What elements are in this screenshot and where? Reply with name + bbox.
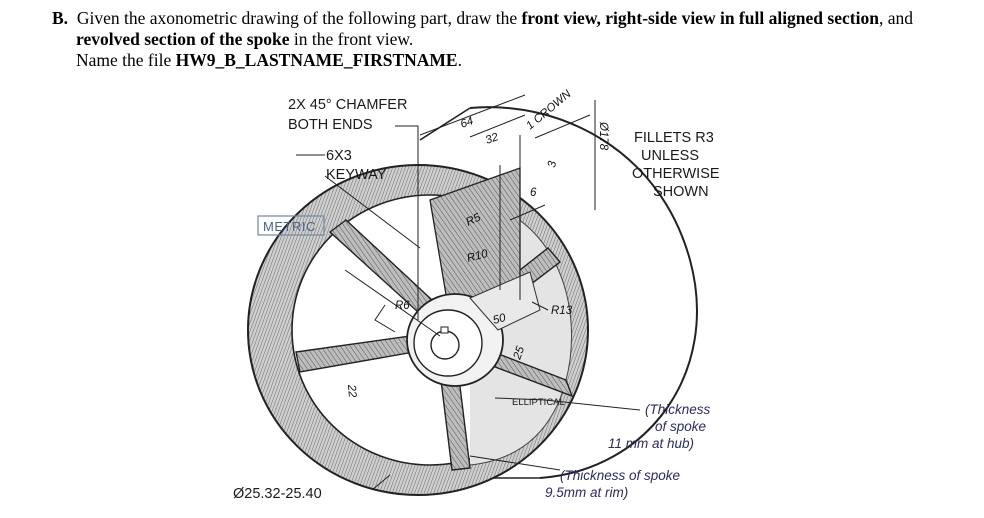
dim-6: 6: [530, 187, 537, 199]
hub-shaft: [469, 271, 541, 331]
chamfer-label-1: 2X 45° CHAMFER: [288, 97, 407, 113]
metric-label: METRIC: [263, 219, 316, 234]
dim-64: 64: [459, 115, 475, 131]
rim-back-outline: [469, 106, 698, 479]
instruction-bold-views: front view, right-side view in full alig…: [521, 8, 879, 28]
dim-r13: R13: [551, 305, 573, 317]
file-name: HW9_B_LASTNAME_FIRSTNAME: [175, 50, 458, 70]
keyway-label-2: KEYWAY: [326, 167, 387, 183]
instructions-block: B. Given the axonometric drawing of the …: [52, 8, 972, 71]
dim-178: Ø178: [597, 121, 609, 151]
dim-32: 32: [484, 131, 501, 147]
keyway-slot: [440, 326, 449, 334]
rim-thickness-note-2: 9.5mm at rim): [545, 485, 628, 500]
rim-top-edge: [419, 107, 471, 141]
fillets-label-3: OTHERWISE: [632, 166, 720, 182]
instruction-text: , and: [878, 8, 913, 28]
hub-thickness-note-2: of spoke: [655, 419, 706, 434]
instruction-text: Name the file: [76, 50, 172, 70]
dim-25: 25: [511, 344, 527, 362]
dimension-lines: [419, 94, 596, 221]
dim-r5: R5: [464, 211, 483, 228]
hub-thickness-note-1: (Thickness: [645, 402, 711, 417]
instruction-text: in the front view.: [293, 29, 414, 49]
bore-dimension: Ø25.32-25.40: [233, 486, 322, 502]
dim-22: 22: [345, 383, 358, 398]
instruction-line-2: revolved section of the spoke in the fro…: [52, 29, 972, 50]
leader-lines: [296, 125, 641, 491]
chamfer-label-2: BOTH ENDS: [288, 117, 373, 133]
hub-thickness-note-3: 11 mm at hub): [608, 436, 694, 451]
section-marker: B.: [52, 8, 69, 28]
dim-r10: R10: [466, 248, 490, 265]
metric-badge: [257, 215, 325, 236]
dim-r6: R6: [395, 300, 410, 312]
rim-thickness-note-1: (Thickness of spoke: [560, 468, 680, 483]
dim-3: 3: [546, 160, 559, 169]
instruction-line-1: B. Given the axonometric drawing of the …: [52, 8, 972, 29]
hub-bore: [430, 330, 460, 360]
instruction-bold-revolved: revolved section of the spoke: [76, 29, 290, 49]
fillets-label-2: UNLESS: [641, 148, 699, 164]
instruction-line-3: Name the file HW9_B_LASTNAME_FIRSTNAME.: [52, 50, 972, 71]
elliptical-label: ELLIPTICAL: [512, 397, 565, 408]
keyway-label-1: 6X3: [326, 148, 352, 164]
instruction-text: Given the axonometric drawing of the fol…: [76, 8, 518, 28]
dim-50: 50: [492, 312, 508, 327]
fillets-label-1: FILLETS R3: [634, 130, 714, 146]
fillets-label-4: SHOWN: [653, 184, 709, 200]
instruction-text: .: [457, 50, 462, 70]
dim-crown: 1 CROWN: [524, 88, 574, 133]
